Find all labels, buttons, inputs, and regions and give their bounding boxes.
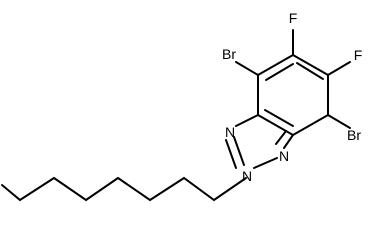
bond-c6-c6-inner	[296, 62, 324, 80]
bond-n1-n2-double	[225, 139, 237, 169]
bond-c6-f	[327, 61, 351, 76]
bond-n1-n2	[233, 136, 245, 166]
bond-c4-c5	[257, 54, 294, 76]
atom-label-nitrogen-2: N	[242, 168, 252, 184]
bond-c5-c6	[292, 54, 329, 76]
bond-c7a-c3a	[257, 114, 294, 136]
atom-label-nitrogen-3: N	[279, 148, 289, 164]
bond-c7a-c3a-inner	[264, 109, 294, 127]
atom-label-fluorine-right: F	[354, 47, 363, 63]
bond-c7-br	[327, 114, 351, 129]
bond-n3-c7a-double	[275, 130, 287, 145]
bond-c3a-n1	[235, 114, 259, 127]
structure-diagram: Br F F Br N N N	[1, 10, 363, 202]
atom-label-bromine-top: Br	[222, 46, 236, 62]
atom-label-nitrogen-1: N	[225, 124, 235, 140]
bond-c4-c5-inner	[265, 63, 294, 81]
atom-label-fluorine-top: F	[289, 10, 298, 26]
bond-n2-n3	[253, 157, 278, 169]
bond-n3-c7a	[283, 134, 294, 149]
bond-c4-br	[235, 61, 259, 76]
octyl-chain	[1, 176, 247, 202]
bond-c7-c7a	[292, 114, 329, 136]
atom-label-bromine-right: Br	[347, 127, 361, 143]
